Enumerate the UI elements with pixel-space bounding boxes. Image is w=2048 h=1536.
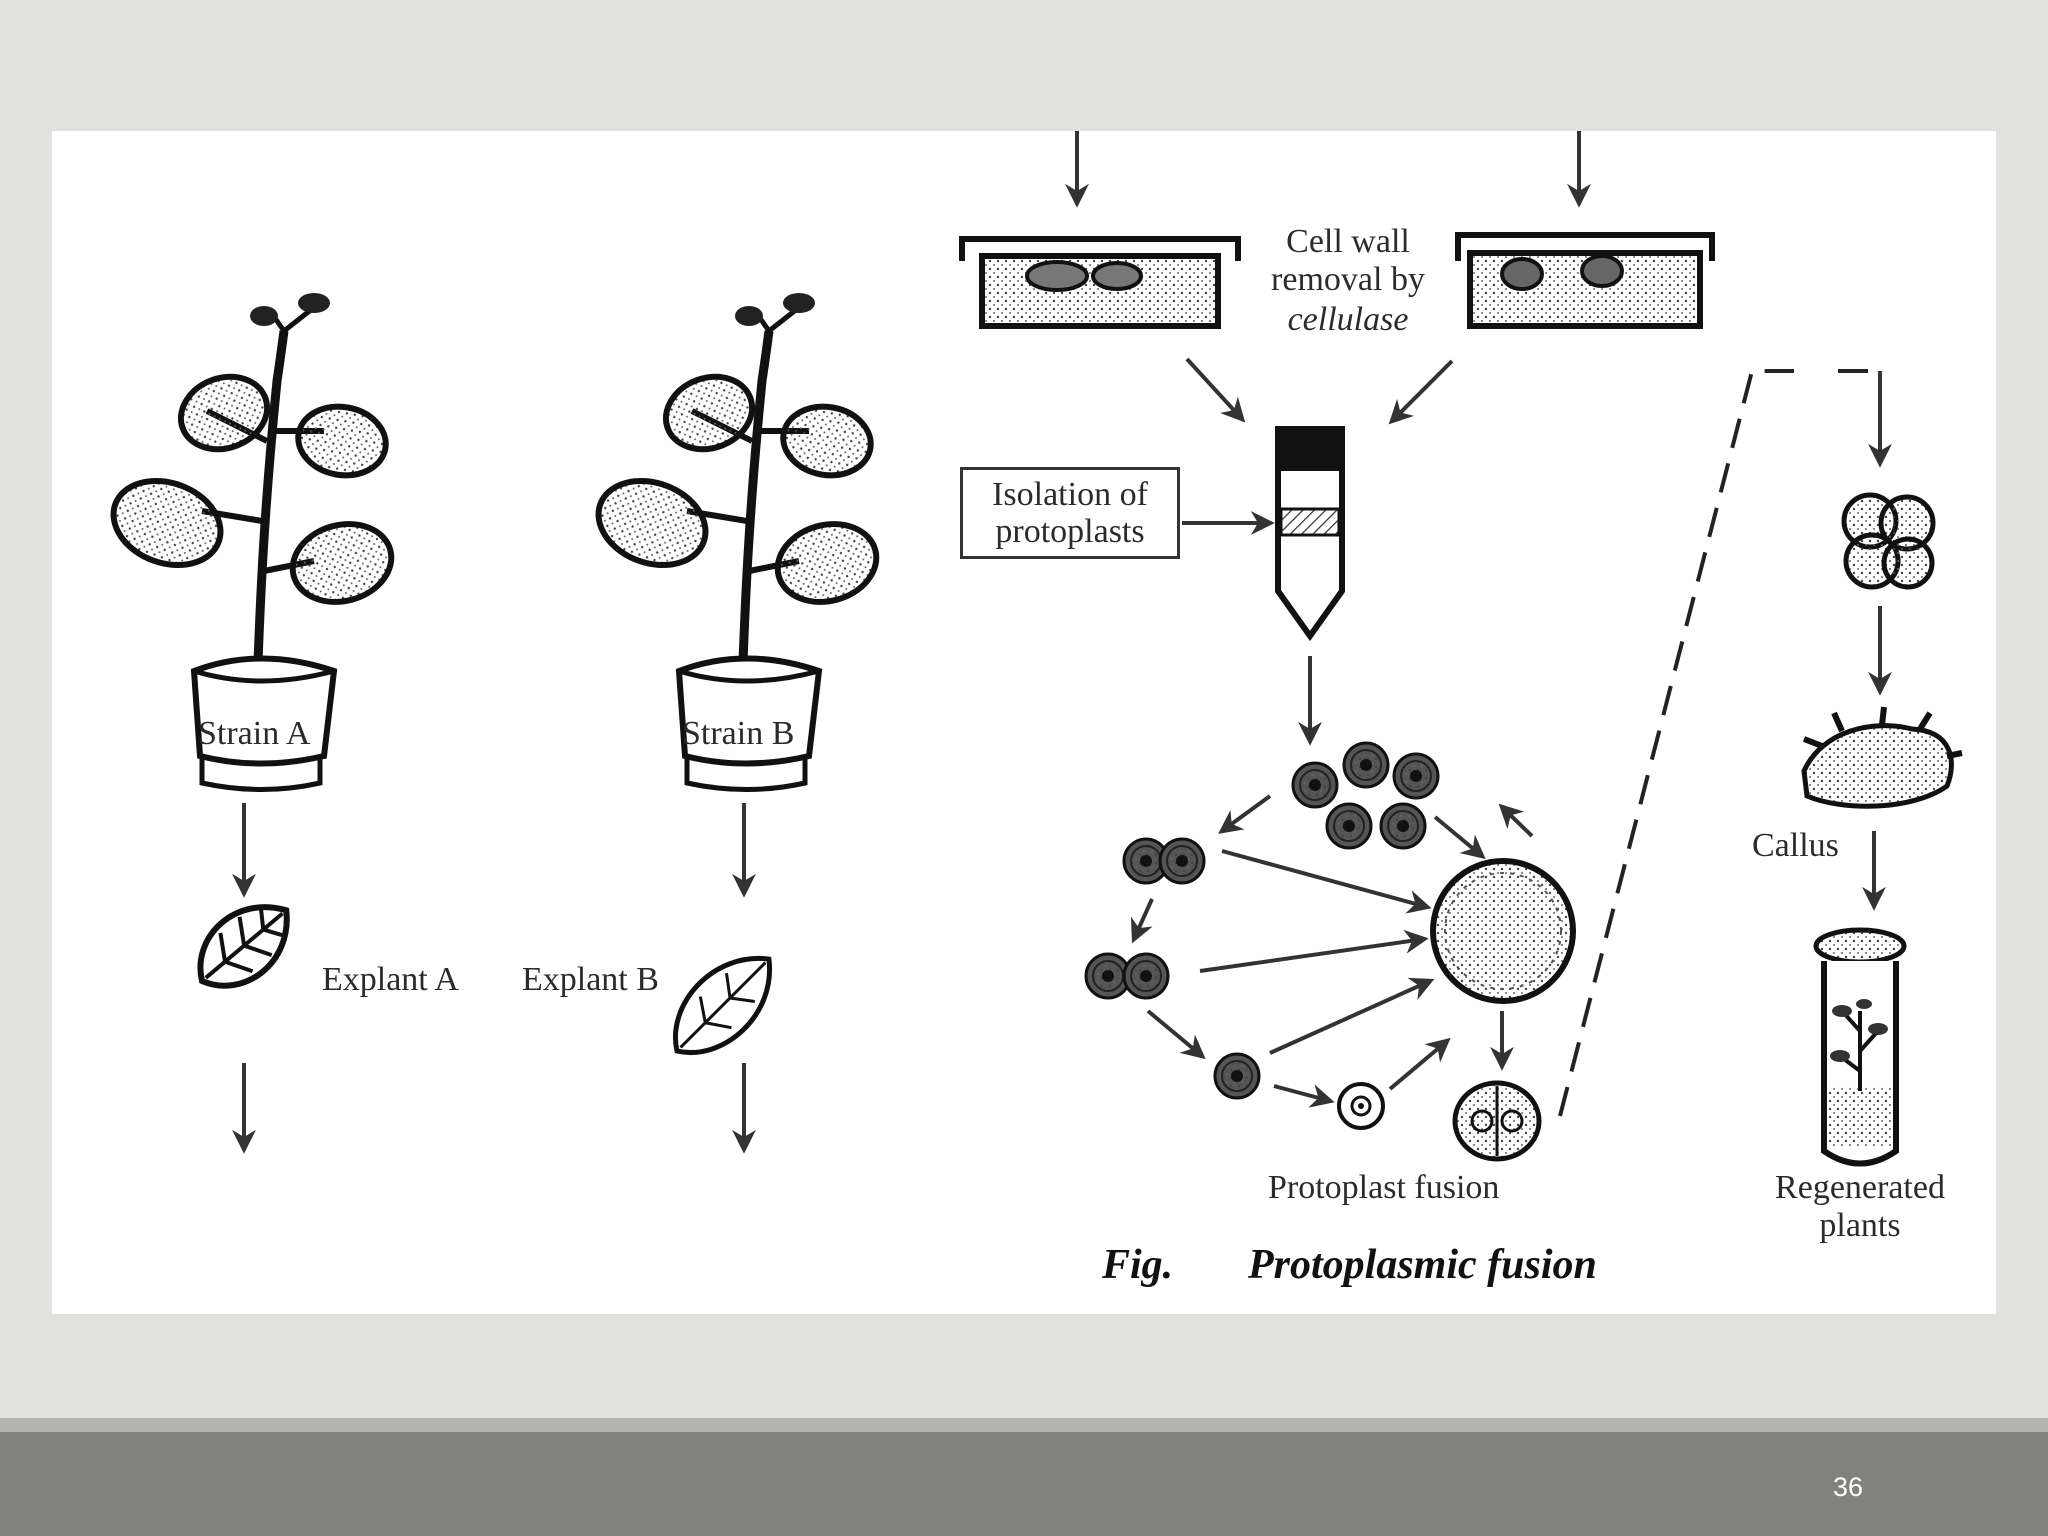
large-protoplast xyxy=(1430,858,1576,1004)
arrow-dish-a-to-tube xyxy=(1185,357,1246,423)
isolation-of-protoplasts-box: Isolation of protoplasts xyxy=(960,467,1180,559)
callus-mass xyxy=(1801,706,1963,809)
isolation-line2: protoplasts xyxy=(995,513,1145,550)
arrow-dish-b-to-tube xyxy=(1388,359,1454,425)
explant-b-leaf xyxy=(673,955,773,1055)
label-regenerated-line2: plants xyxy=(1819,1207,1901,1244)
label-strain-a: Strain A xyxy=(198,715,311,752)
protoplast-cluster xyxy=(1291,741,1440,850)
label-strain-b: Strain B xyxy=(682,715,795,752)
label-callus: Callus xyxy=(1752,827,1839,864)
protoplast-fusion-diagram xyxy=(110,131,1963,1167)
figure-panel: Strain A Strain B Explant A Explant B Ce… xyxy=(52,131,1996,1314)
culture-tube-regenerated xyxy=(1813,927,1907,1167)
dividing-cell-cluster xyxy=(1841,492,1936,590)
label-explant-b: Explant B xyxy=(522,961,659,998)
label-protoplast-fusion: Protoplast fusion xyxy=(1268,1169,1500,1206)
plant-strain-b xyxy=(595,293,880,792)
fused-cell xyxy=(1213,1052,1261,1100)
fusing-pair-2 xyxy=(1084,952,1170,1000)
caption-title: Protoplasmic fusion xyxy=(1248,1242,1597,1288)
explant-a-leaf xyxy=(197,904,290,989)
label-cell-wall-line1: Cell wall xyxy=(1286,223,1410,260)
label-cell-wall-line2: removal by xyxy=(1271,261,1425,298)
isolation-line1: Isolation of xyxy=(992,476,1148,513)
caption-prefix: Fig. xyxy=(1102,1242,1174,1288)
slide-footer xyxy=(0,1432,2048,1536)
footer-divider xyxy=(0,1418,2048,1432)
fusing-pair-1 xyxy=(1122,837,1206,885)
heterokaryon xyxy=(1337,1082,1385,1130)
hybrid-cell xyxy=(1452,1080,1542,1162)
slide-number: 36 xyxy=(1832,1472,1864,1502)
plant-strain-a xyxy=(110,293,395,792)
petri-dish-b xyxy=(1455,232,1715,329)
petri-dish-a xyxy=(959,236,1241,329)
fusion-arrows xyxy=(1130,794,1534,1108)
centrifuge-tube xyxy=(1275,426,1345,642)
label-regenerated-line1: Regenerated xyxy=(1775,1169,1945,1206)
label-cellulase: cellulase xyxy=(1287,301,1409,338)
label-explant-a: Explant A xyxy=(322,961,459,998)
